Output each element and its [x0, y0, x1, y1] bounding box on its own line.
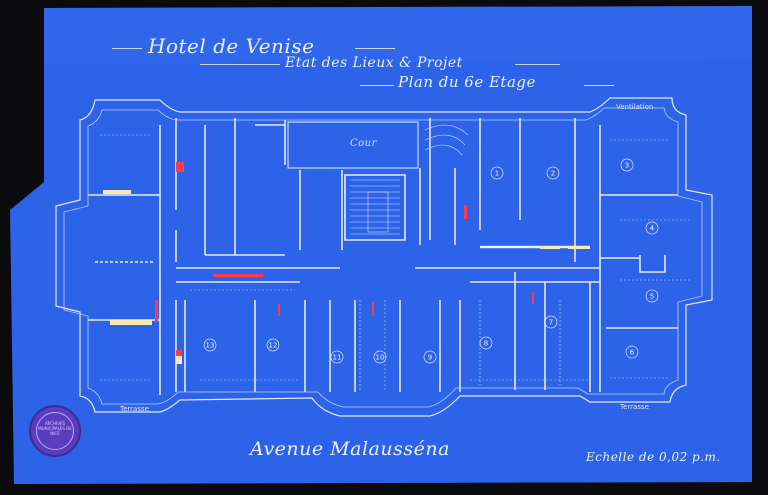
drawing-subtitle: Etat des Lieux & Projet: [285, 55, 463, 71]
stair-hatching: [350, 124, 469, 235]
drawing-title: Hotel de Venise: [148, 34, 315, 58]
svg-text:8: 8: [484, 340, 488, 348]
room-number-11: 11: [330, 350, 344, 364]
svg-text:3: 3: [625, 162, 629, 170]
svg-text:4: 4: [650, 225, 655, 233]
svg-text:5: 5: [650, 293, 654, 301]
room-number-10: 10: [373, 350, 387, 364]
svg-text:7: 7: [549, 319, 553, 327]
partition-lines: [100, 134, 690, 390]
corner-label-bottom-right: Terrasse: [619, 403, 649, 411]
street-label: Avenue Malausséna: [250, 438, 450, 460]
scale-label: Echelle de 0,02 p.m.: [586, 450, 721, 464]
room-number-2: 2: [546, 166, 560, 180]
room-number-6: 6: [625, 345, 639, 359]
svg-text:9: 9: [428, 354, 432, 362]
room-number-3: 3: [620, 158, 634, 172]
svg-text:13: 13: [206, 342, 215, 350]
room-number-4: 4: [645, 221, 659, 235]
svg-text:6: 6: [630, 349, 635, 357]
room-number-13: 13: [203, 338, 217, 352]
cream-marks: [103, 190, 590, 364]
title-rule-right: [355, 48, 395, 49]
subtitle-rule-left: [200, 64, 280, 65]
corner-label-bottom-left: Terrasse: [119, 405, 149, 413]
title-rule-left: [112, 48, 142, 49]
room-number-7: 7: [544, 315, 558, 329]
svg-text:2: 2: [551, 170, 555, 178]
room-number-12: 12: [266, 338, 280, 352]
room-number-1: 1: [490, 166, 504, 180]
room-number-9: 9: [423, 350, 437, 364]
corner-label-top-right: Ventilation: [616, 103, 653, 111]
plan-rule-left: [360, 85, 394, 86]
subtitle-rule-right: [515, 64, 560, 65]
svg-text:11: 11: [333, 354, 342, 362]
svg-text:1: 1: [495, 170, 499, 178]
building-outline: [55, 97, 713, 417]
red-marks: [155, 162, 534, 360]
room-number-5: 5: [645, 289, 659, 303]
svg-text:10: 10: [376, 354, 385, 362]
paper-background: [10, 6, 752, 484]
plan-title: Plan du 6e Etage: [398, 73, 536, 91]
plan-rule-right: [584, 85, 614, 86]
svg-text:12: 12: [269, 342, 278, 350]
archive-stamp-icon: ARCHIVES MUNICIPALES DE NICE: [29, 405, 81, 457]
stamp-text: ARCHIVES MUNICIPALES DE NICE: [36, 412, 74, 450]
room-number-8: 8: [479, 336, 493, 350]
courtyard-label: Cour: [350, 138, 377, 149]
